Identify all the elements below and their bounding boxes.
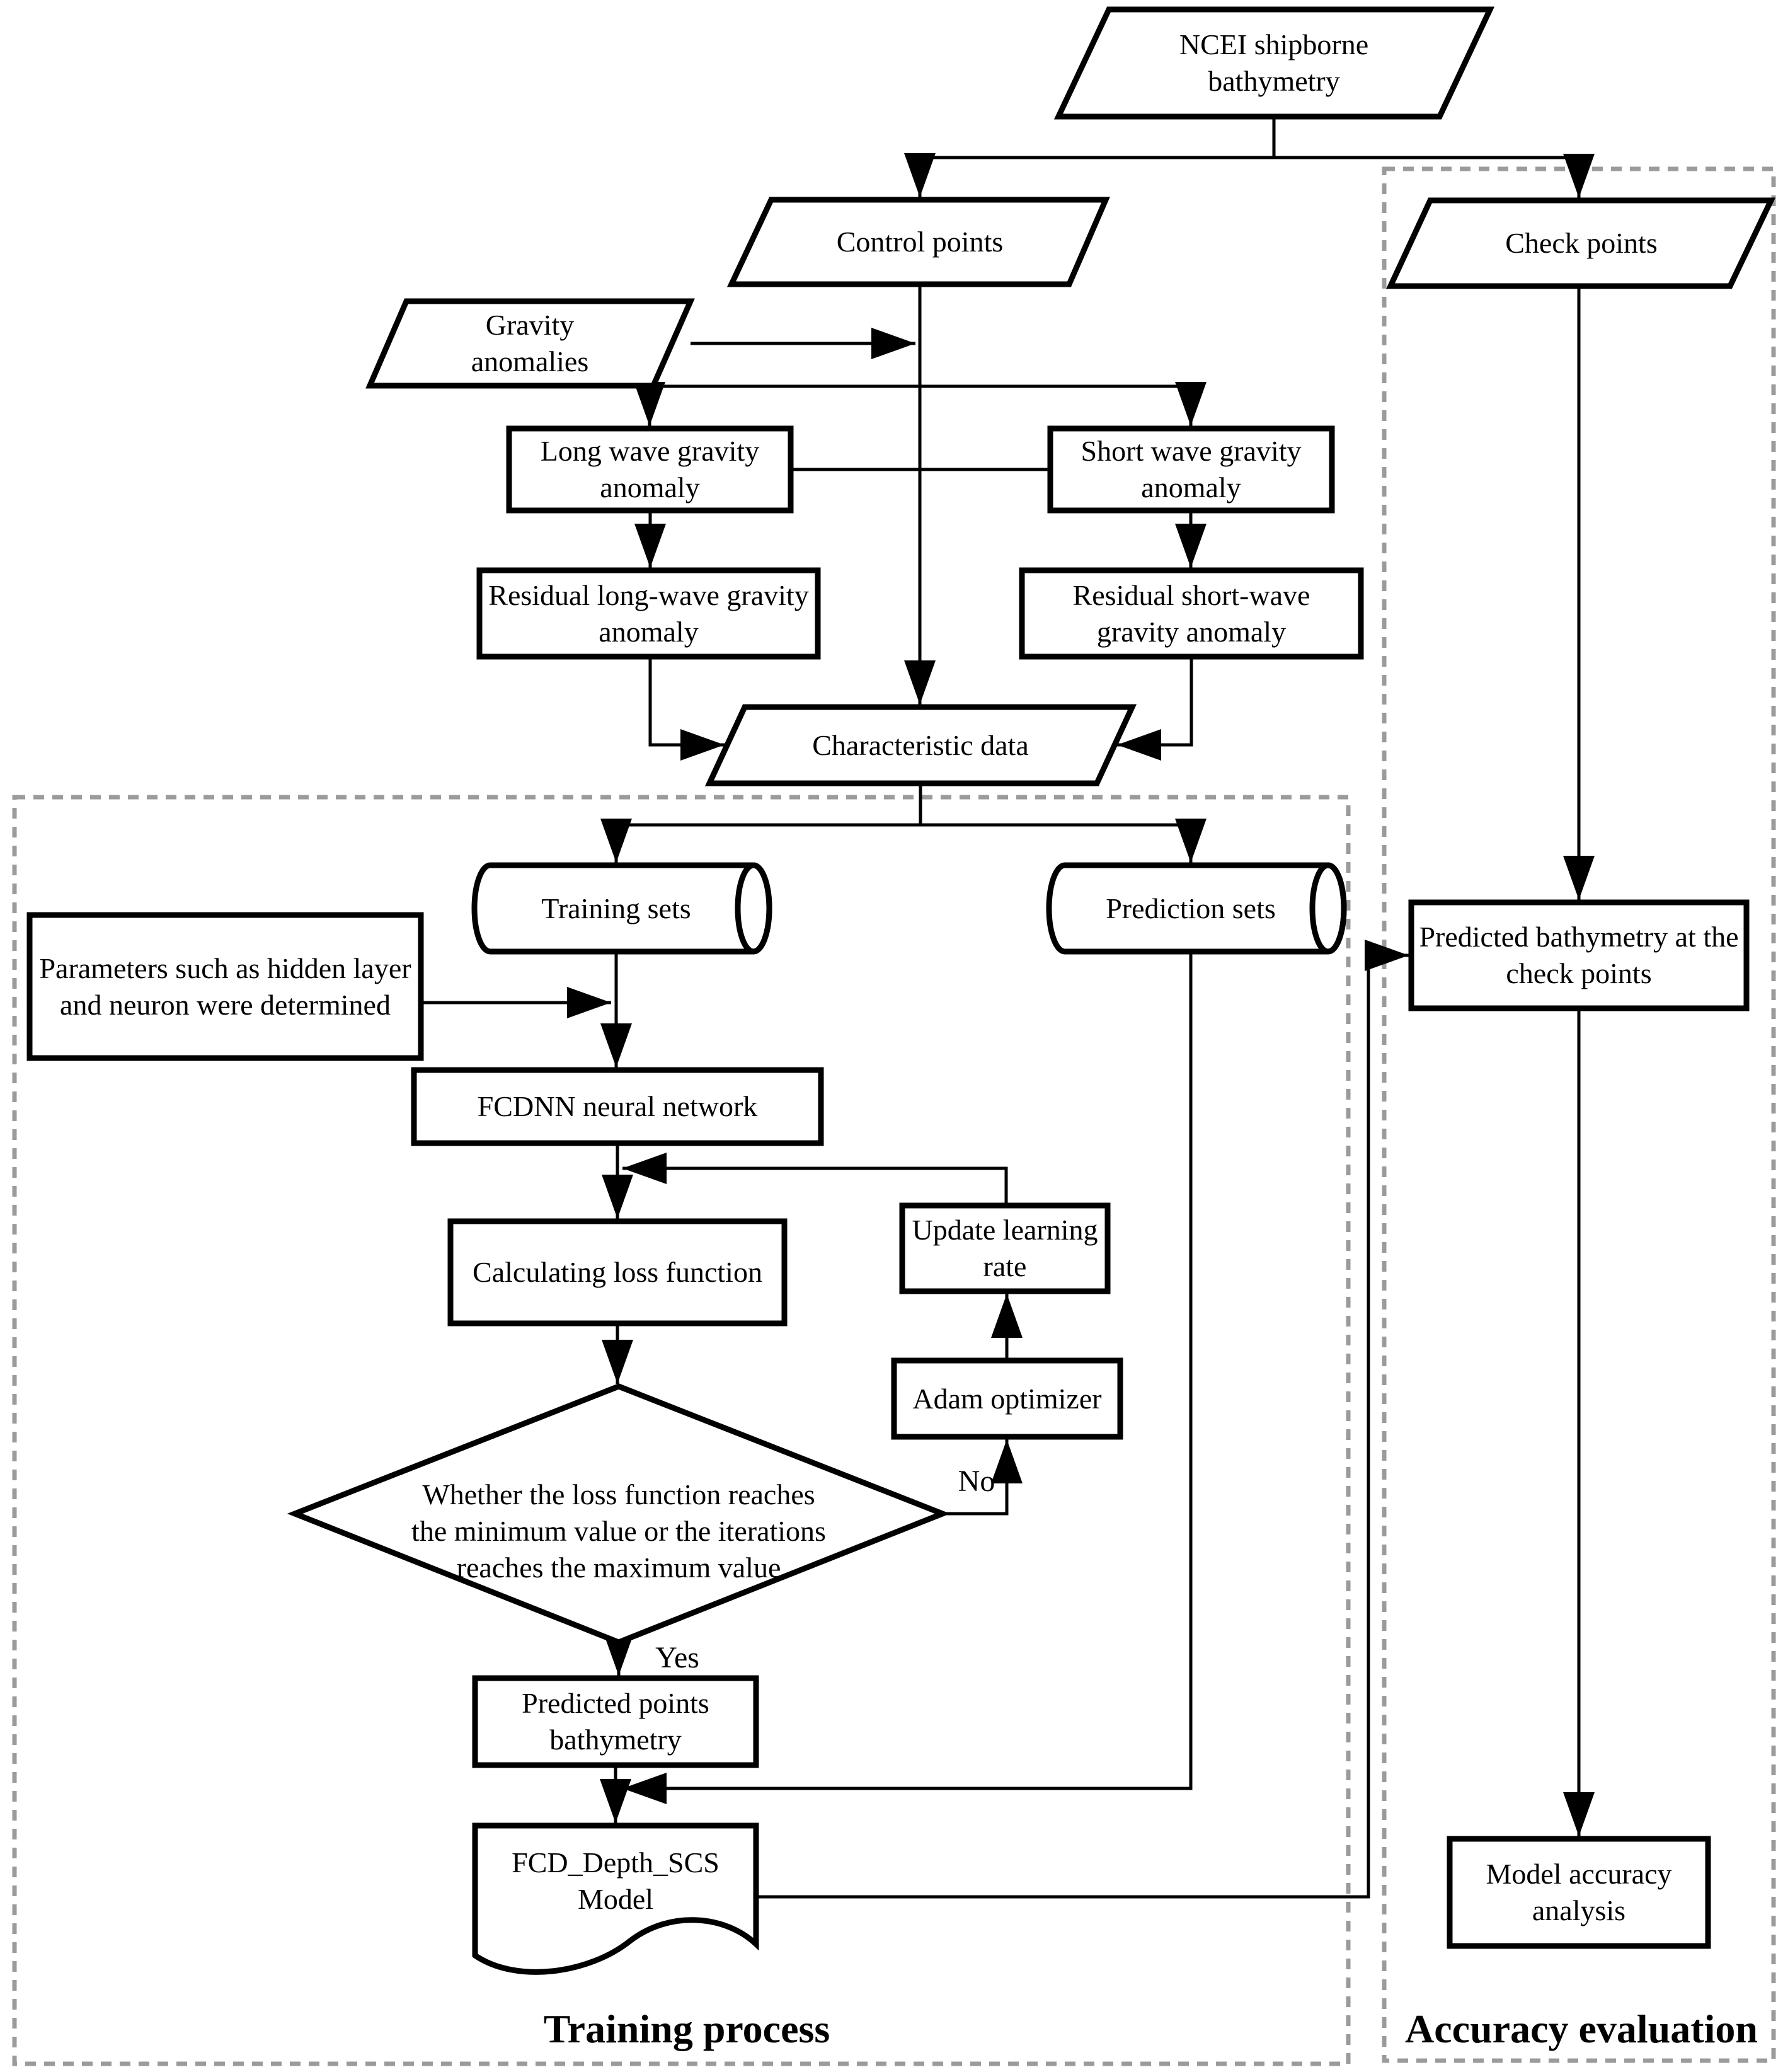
edge-prediction-sets-join	[622, 952, 1193, 1804]
residual-long-wave-label: Residual long-wave gravity anomaly	[488, 578, 809, 648]
edge-residual-short-to-characteristic	[1117, 657, 1193, 761]
fcdnn-label: FCDNN neural network	[477, 1090, 758, 1123]
residual-short-wave-box	[1019, 567, 1364, 660]
control-points-label: Control points	[836, 226, 1004, 258]
decision-label: Whether the loss function reaches the mi…	[411, 1478, 826, 1584]
ncei-label: NCEI shipborne bathymetry	[1179, 28, 1369, 97]
fcd-model-document	[472, 1822, 759, 1975]
training-sets-label: Training sets	[541, 892, 691, 924]
predicted-bathymetry-box	[1408, 899, 1750, 1011]
no-edge-label: No	[958, 1464, 995, 1498]
edge-no-to-adam	[943, 1439, 1023, 1516]
prediction-sets-label: Prediction sets	[1106, 892, 1276, 924]
characteristic-data-parallelogram	[704, 704, 1137, 786]
control-points-parallelogram	[726, 197, 1110, 287]
long-wave-label: Long wave gravity anomaly	[540, 435, 760, 504]
adam-optimizer-label: Adam optimizer	[912, 1382, 1102, 1415]
parameters-box	[26, 912, 424, 1061]
ncei-parallelogram	[1053, 6, 1495, 120]
short-wave-box	[1047, 425, 1335, 514]
accuracy-evaluation-section-label: Accuracy evaluation	[1405, 2006, 1758, 2051]
parameters-label: Parameters such as hidden layer and neur…	[39, 952, 411, 1021]
fcd-model-label: FCD_Depth_SCS Model	[512, 1846, 720, 1915]
yes-edge-label: Yes	[655, 1640, 699, 1674]
residual-long-wave-box	[476, 567, 821, 660]
residual-short-wave-label: Residual short-wave gravity anomaly	[1072, 578, 1310, 648]
fcdnn-box	[411, 1067, 824, 1146]
gravity-anomalies-parallelogram	[365, 298, 695, 389]
predicted-points-box	[472, 1675, 759, 1768]
update-learning-rate-label: Update learning rate	[912, 1214, 1098, 1282]
calculating-loss-label: Calculating loss function	[473, 1256, 762, 1289]
decision-diamond	[287, 1383, 951, 1645]
gravity-anomalies-label: Gravity anomalies	[471, 309, 589, 377]
training-process-region	[12, 795, 1351, 2066]
model-accuracy-box	[1447, 1836, 1711, 1949]
update-learning-rate-box	[899, 1202, 1111, 1294]
prediction-sets-cylinder-cap	[1309, 862, 1347, 955]
check-points-parallelogram	[1385, 197, 1776, 289]
adam-optimizer-box	[891, 1357, 1123, 1440]
predicted-points-label: Predicted points bathymetry	[522, 1687, 709, 1756]
training-sets-cylinder-cap	[735, 862, 772, 955]
long-wave-box	[506, 425, 794, 514]
edge-model-to-predicted-bathymetry	[756, 940, 1409, 1899]
predicted-bathymetry-label: Predicted bathymetry at the check points	[1419, 921, 1739, 989]
training-process-section-label: Training process	[543, 2006, 830, 2051]
calculating-loss-box	[447, 1218, 788, 1327]
short-wave-label: Short wave gravity anomaly	[1081, 435, 1302, 504]
check-points-label: Check points	[1505, 227, 1658, 260]
model-accuracy-label: Model accuracy analysis	[1486, 1858, 1672, 1926]
edge-update-feedback	[622, 1153, 1008, 1206]
edge-residual-long-to-characteristic	[648, 657, 725, 761]
characteristic-data-label: Characteristic data	[812, 728, 1029, 761]
